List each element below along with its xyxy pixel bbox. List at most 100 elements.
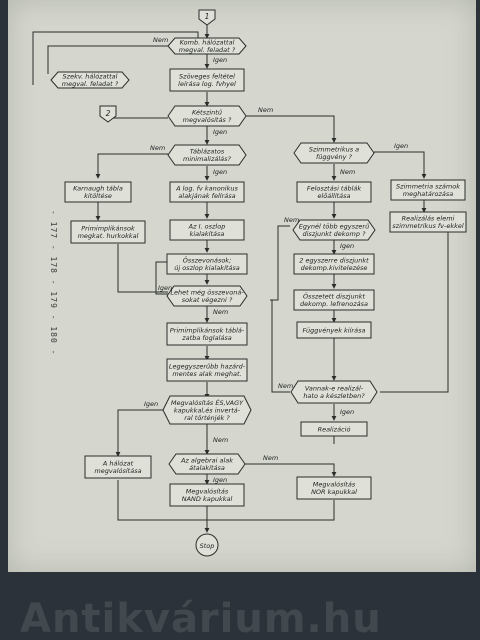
node-text: NAND kapukkal — [182, 495, 233, 503]
process-shape — [296, 476, 372, 500]
node-text: Primimplikánsok táblá- — [170, 327, 245, 335]
process-shape — [293, 289, 375, 311]
node-text: Realizáció — [318, 425, 351, 433]
label-igen: Igen — [394, 142, 408, 150]
node-text: Egynél több egyszerű — [299, 222, 370, 231]
decision-shape — [162, 395, 252, 425]
node-text: megkat. hurkokkal — [78, 232, 139, 240]
decision-shape — [168, 453, 246, 475]
node-text: Primimplikánsok — [81, 225, 135, 233]
process-shape — [169, 68, 245, 92]
node-text: zatba foglalása — [181, 334, 231, 342]
node-text: minimalizálás? — [183, 155, 232, 163]
node-primimp-tabla: Primimplikánsok táblá-zatba foglalása — [166, 322, 248, 346]
label-nem: Nem — [278, 382, 293, 390]
node-text: megvalósítás ? — [183, 116, 232, 124]
decision-shape — [167, 37, 247, 55]
node-text: Komb. hálózattal — [180, 39, 235, 47]
node-text: Szekv. hálózattal — [63, 73, 118, 81]
process-shape — [84, 455, 152, 479]
node-text: megval. feladat ? — [179, 46, 236, 54]
connector-shape — [99, 105, 117, 123]
decision-shape — [167, 144, 247, 166]
process-shape — [169, 483, 245, 507]
process-shape — [70, 220, 146, 244]
node-text: Felosztási táblák — [307, 185, 362, 193]
node-text: Megvalósítás — [186, 488, 229, 496]
node-text: dekomp. lefrenozása — [300, 300, 368, 308]
label-igen: Igen — [213, 168, 227, 176]
node-text: A hálózat — [102, 460, 134, 468]
node-text: Karnaugh tábla — [73, 185, 123, 193]
node-text: Kétszintű — [192, 108, 223, 117]
node-text: Lehet még összevoná- — [170, 289, 244, 297]
node-text: Az algebrai alak — [180, 457, 233, 465]
stop-shape — [195, 533, 219, 557]
process-shape — [296, 181, 372, 203]
node-text: Összevonások; — [183, 256, 232, 265]
decision-shape — [50, 71, 130, 89]
node-text: Szimmetrikus a — [309, 146, 359, 154]
node-text: sokat végezni ? — [182, 296, 233, 304]
label-nem: Nem — [284, 216, 299, 224]
node-text: meghatározása — [403, 190, 454, 198]
node-realizacio: Realizáció — [300, 421, 368, 437]
process-shape — [300, 421, 368, 437]
process-shape — [390, 179, 466, 201]
node-text: Táblázatos — [190, 148, 225, 156]
label-igen: Igen — [340, 408, 354, 416]
stop-label: Stop — [200, 542, 215, 550]
node-text: Szimmetria számok — [396, 183, 460, 191]
node-text: megvalósítása — [94, 467, 141, 475]
label-igen: Igen — [158, 284, 172, 292]
label-igen: Igen — [213, 476, 227, 484]
node-text: mentes alak meghat. — [172, 370, 241, 378]
node-text: A log. fv kanonikus — [175, 185, 238, 193]
node-text: diszjunkt dekomp ? — [303, 230, 367, 238]
label-igen: Igen — [213, 56, 227, 64]
node-text: dekomp.kivitelezése — [301, 264, 368, 272]
connector-shape — [198, 9, 216, 26]
node-text: megval. feladat ? — [62, 80, 119, 88]
node-text: leírása log. fvhyel — [178, 80, 236, 88]
connector-1: 1 — [198, 9, 216, 26]
node-text: Az I. oszlop — [188, 223, 226, 231]
connector-2-label: 2 — [106, 109, 111, 118]
node-text: Megvalósítás — [313, 481, 356, 489]
label-nem: Nem — [263, 454, 278, 462]
label-nem: Nem — [150, 144, 165, 152]
label-nem: Nem — [340, 168, 355, 176]
stop-terminal: Stop — [195, 533, 219, 557]
process-shape — [166, 322, 248, 346]
label-nem: Nem — [213, 308, 228, 316]
node-text: előállítása — [317, 191, 350, 200]
flowchart-edges — [32, 24, 449, 533]
node-text: átalakítása — [189, 464, 225, 472]
margin-page-numbers-text: - 177 - 178 - 179 - 180 - — [49, 210, 58, 356]
node-text: 2 egyszerre diszjunkt — [299, 257, 369, 265]
decision-shape — [166, 285, 248, 307]
process-shape — [64, 181, 132, 203]
edge-labels: Nem Igen Nem Igen Nem Igen Igen Nem Nem … — [144, 36, 408, 484]
process-shape — [293, 253, 375, 275]
process-shape — [296, 321, 372, 339]
decision-shape — [167, 105, 247, 127]
